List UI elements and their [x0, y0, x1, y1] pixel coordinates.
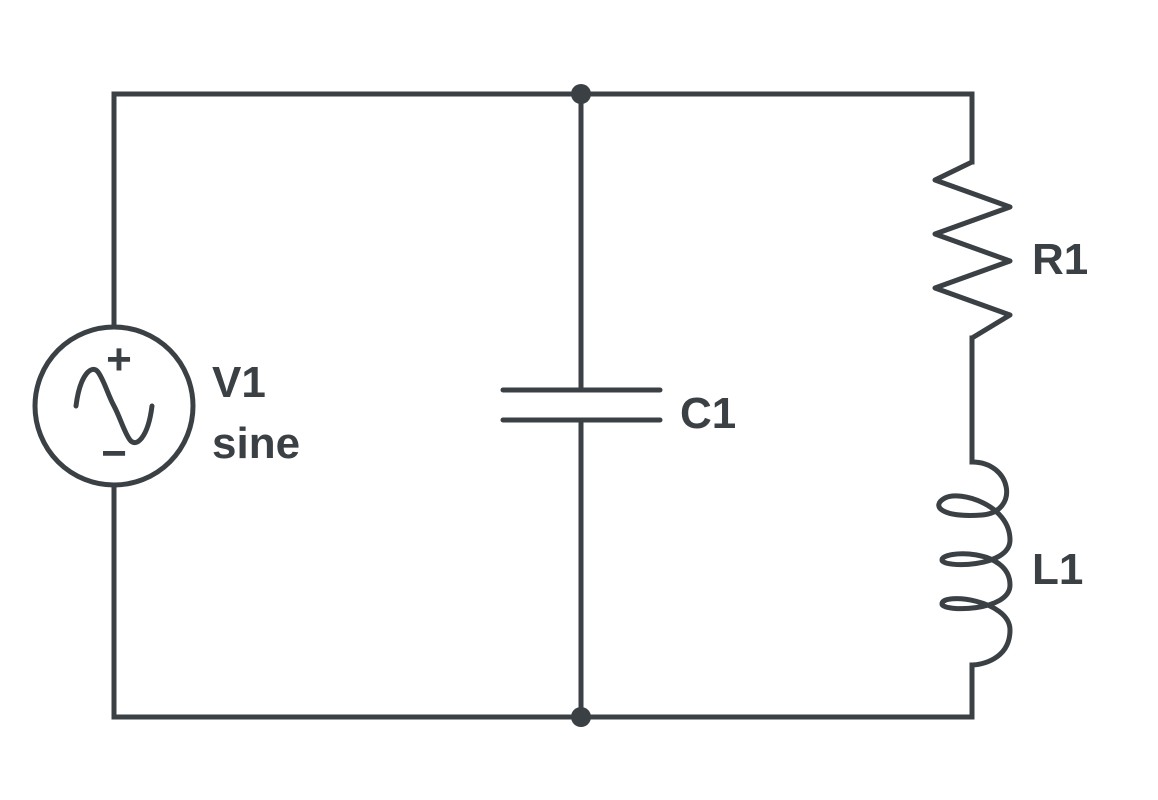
- resistor-zigzag: [932, 159, 1013, 341]
- resistor-r1: [932, 159, 1013, 341]
- label-c1: C1: [680, 389, 736, 438]
- source-plus-sign: +: [106, 335, 132, 384]
- wires: [111, 91, 975, 720]
- label-l1: L1: [1032, 545, 1083, 594]
- junction-dot-top: [571, 84, 591, 104]
- capacitor-c1: [500, 387, 663, 423]
- wire-left-top: [111, 91, 975, 328]
- voltage-source-v1: + −: [32, 324, 196, 488]
- source-circle: [32, 324, 196, 488]
- label-sine: sine: [212, 419, 300, 468]
- sine-wave-icon: [73, 366, 155, 446]
- junction-dot-bottom: [571, 707, 591, 727]
- label-v1: V1: [212, 358, 266, 407]
- inductor-l1: [936, 459, 1013, 668]
- inductor-coil: [936, 459, 1013, 668]
- source-minus-sign: −: [101, 429, 127, 478]
- wire-left-bottom: [111, 484, 975, 720]
- label-r1: R1: [1032, 235, 1088, 284]
